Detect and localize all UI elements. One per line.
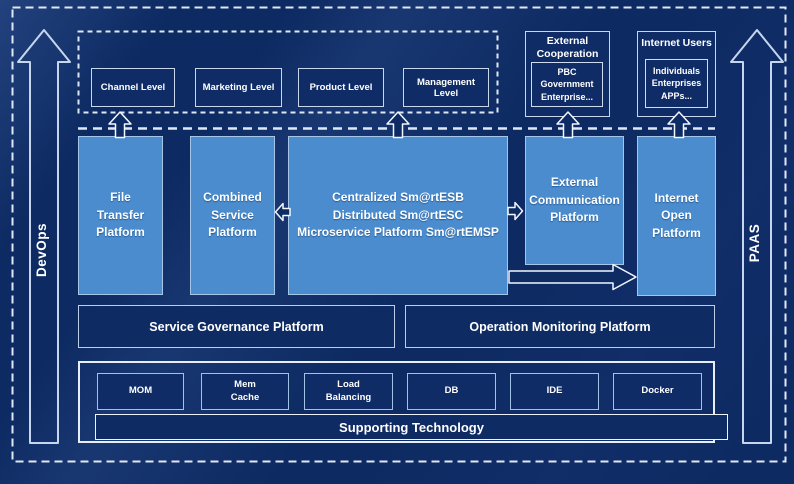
internet-users-box: Internet Users Individuals Enterprises A… [637,31,716,117]
rail-devops-label: DevOps [34,222,49,278]
platform-label: Service Governance Platform [149,319,324,334]
platform-label: Operation Monitoring Platform [469,319,651,334]
external-cooperation-members-box: PBC Government Enterprise... [531,62,603,107]
platform-combined-service: Combined Service Platform [190,136,275,295]
supporting-technology-bar: Supporting Technology [95,414,728,440]
arrow-esb-to-external-communication [507,201,524,221]
platform-label: Combined Service Platform [203,190,262,240]
tech-box-load-balancing: Load Balancing [304,373,393,410]
tech-label: Load Balancing [325,379,372,403]
platform-operation-monitoring: Operation Monitoring Platform [405,305,715,348]
platform-internet-open: Internet Open Platform [637,136,716,296]
tech-box-db: DB [407,373,496,410]
platform-service-governance: Service Governance Platform [78,305,395,348]
tech-box-mem-cache: Mem Cache [201,373,289,410]
level-label: Product Level [309,82,373,93]
up-arrow-file-transfer [108,111,132,139]
tech-box-mom: MOM [97,373,184,410]
platform-label: Internet Open Platform [652,190,701,240]
level-label: Management Level [416,76,476,99]
internet-users-title: Internet Users [641,37,712,49]
rail-paas-label: PAAS [747,223,762,263]
internet-users-members: Individuals Enterprises APPs... [651,66,702,101]
external-cooperation-box: External Cooperation PBC Government Ente… [525,31,610,117]
level-box-marketing: Marketing Level [195,68,282,107]
platform-file-transfer: File Transfer Platform [78,136,163,295]
platform-label: External Communication Platform [529,175,620,225]
tech-label: Docker [641,385,674,397]
level-box-product: Product Level [298,68,384,107]
up-arrow-esb-suite [386,111,410,139]
internet-users-members-box: Individuals Enterprises APPs... [645,59,708,108]
platform-external-communication: External Communication Platform [525,136,624,265]
platform-label: Centralized Sm@rtESB Distributed Sm@rtES… [297,190,499,240]
level-box-channel: Channel Level [91,68,175,107]
tech-box-docker: Docker [613,373,702,410]
level-label: Channel Level [100,82,166,93]
platform-esb-suite: Centralized Sm@rtESB Distributed Sm@rtES… [288,136,508,295]
tech-label: MOM [128,385,153,397]
external-cooperation-title: External Cooperation [536,35,599,61]
external-cooperation-members: PBC Government Enterprise... [540,67,594,102]
arrow-esb-to-internet-open [508,263,637,291]
supporting-technology-label: Supporting Technology [339,419,484,435]
tech-label: IDE [546,385,563,397]
level-box-management: Management Level [403,68,489,107]
platform-label: File Transfer Platform [96,190,145,240]
tech-box-ide: IDE [510,373,599,410]
tech-label: Mem Cache [230,379,260,403]
tech-label: DB [444,385,459,397]
level-label: Marketing Level [202,82,275,93]
